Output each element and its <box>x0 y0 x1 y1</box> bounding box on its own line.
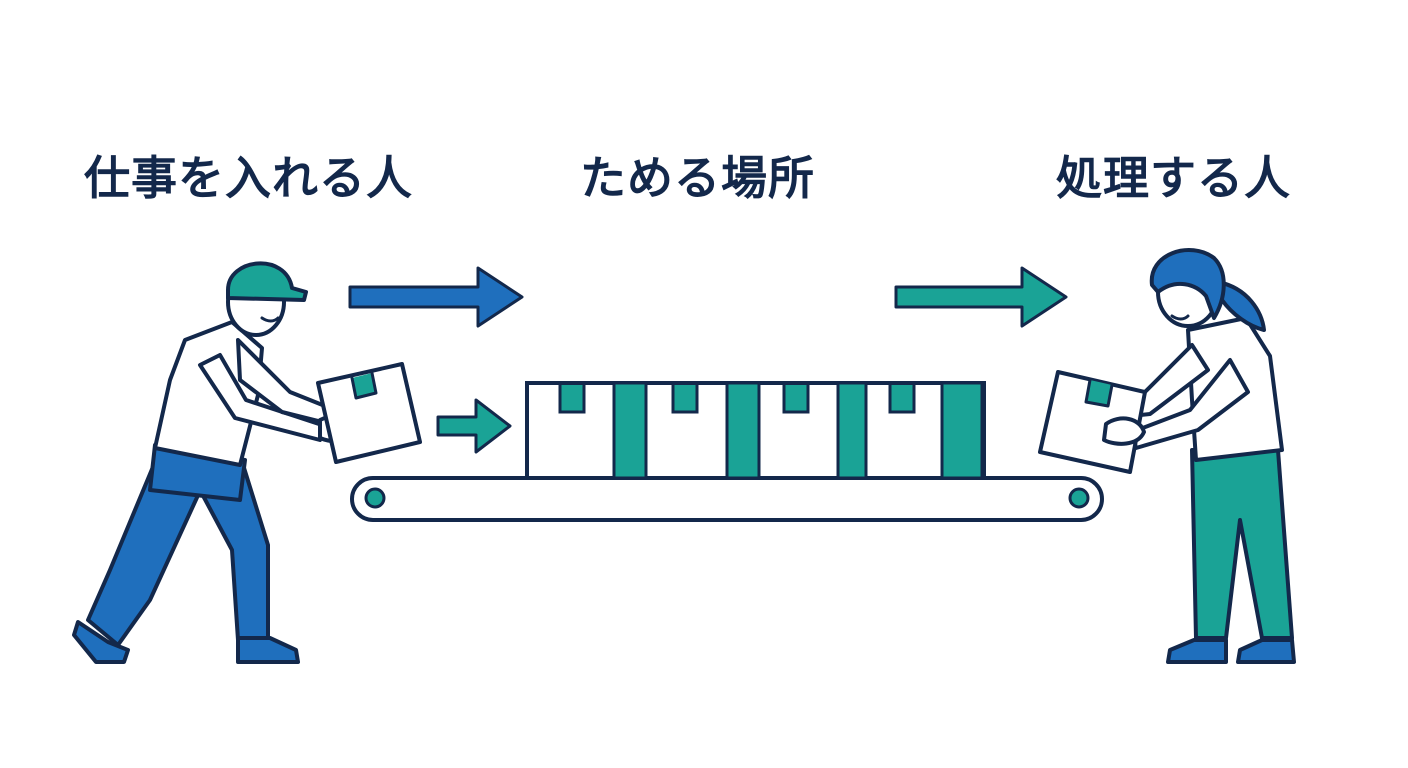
arrow-right-icon-into-queue <box>436 398 512 454</box>
consumer-label: 処理する人 <box>1056 151 1291 205</box>
box-icon <box>316 362 422 464</box>
producer-label: 仕事を入れる人 <box>84 151 413 205</box>
buffer-label: ためる場所 <box>580 151 815 205</box>
arrow-right-icon-top-right <box>894 266 1068 328</box>
queue-boxes <box>525 381 986 480</box>
box-icon <box>1038 370 1147 474</box>
box-icon <box>558 381 648 480</box>
box-icon <box>671 381 761 480</box>
box-icon <box>782 381 868 480</box>
box-icon <box>888 381 984 480</box>
arrow-right-icon-top-left <box>348 266 524 328</box>
worker-with-ponytail-icon <box>1038 248 1296 664</box>
worker-with-cap-icon <box>72 261 422 664</box>
conveyor-belt-icon <box>350 476 1104 522</box>
